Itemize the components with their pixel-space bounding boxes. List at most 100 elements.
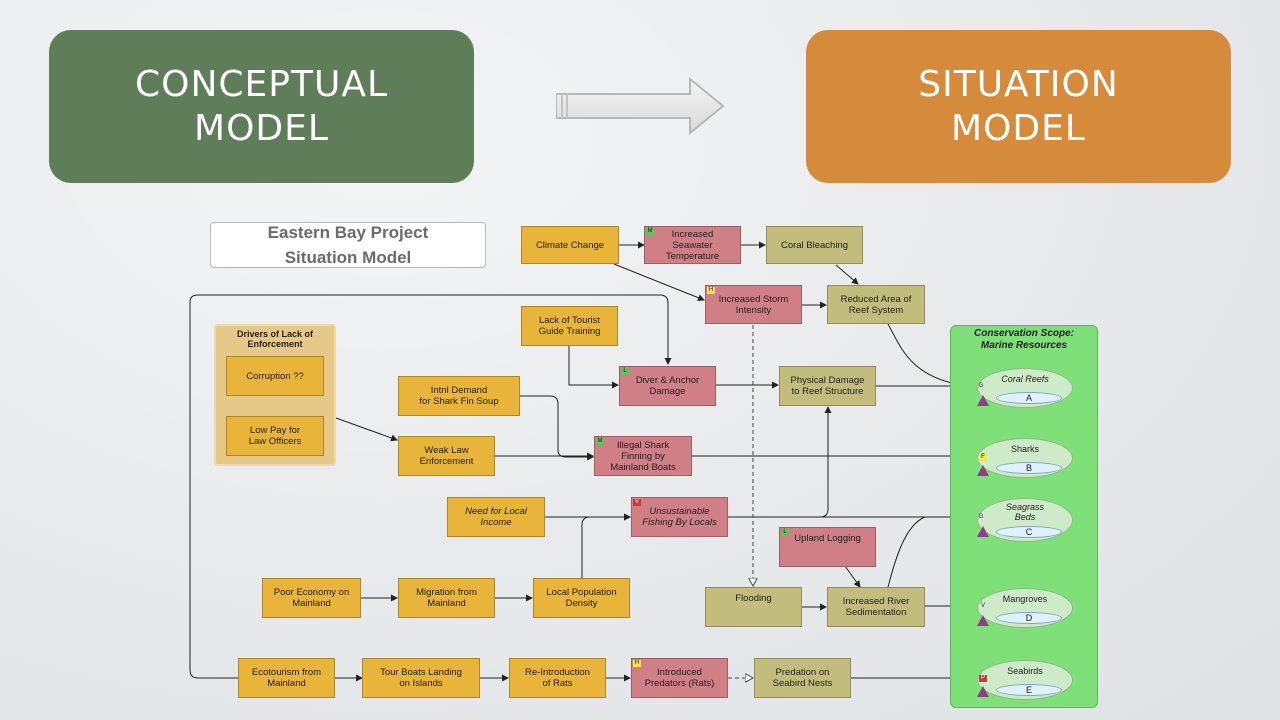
- node-corruption[interactable]: Corruption ??: [226, 356, 324, 396]
- node-text: of Rats: [542, 678, 573, 689]
- node-tourist-guide-training[interactable]: Lack of Tourist Guide Training: [521, 306, 618, 346]
- node-poor-economy[interactable]: Poor Economy on Mainland: [262, 578, 361, 618]
- target-code: D: [996, 612, 1062, 624]
- conceptual-banner-line2: MODEL: [194, 107, 329, 149]
- target-mangroves[interactable]: Mangroves D: [977, 588, 1073, 628]
- rating-tag: V: [980, 603, 985, 609]
- link-ecotourism-loop: [189, 294, 672, 679]
- link-lowpay-weaklaw: [335, 417, 398, 442]
- node-text: Corruption ??: [246, 370, 304, 382]
- target-triangle-icon: [977, 526, 989, 537]
- node-text: Reduced Area of: [840, 293, 912, 305]
- node-text: Guide Training: [538, 326, 601, 337]
- target-name: Sharks: [1010, 444, 1039, 454]
- diagram-title-line2: Situation Model: [284, 248, 412, 267]
- node-text: Intensity: [735, 304, 772, 316]
- drivers-label-line1: Drivers of Lack of: [236, 329, 314, 339]
- diagram-title: Eastern Bay Project Situation Model: [210, 222, 486, 268]
- target-triangle-icon: [977, 465, 989, 476]
- node-weak-law-enforcement[interactable]: Weak Law Enforcement: [398, 436, 495, 476]
- node-text: Unsustainable: [649, 506, 710, 517]
- node-text: Density: [565, 598, 598, 609]
- rating-tag: V: [633, 499, 641, 506]
- node-river-sedimentation[interactable]: Increased River Sedimentation: [827, 587, 925, 627]
- node-upland-logging[interactable]: L Upland Logging: [779, 527, 876, 567]
- node-tour-boats[interactable]: Tour Boats Landing on Islands: [362, 658, 480, 698]
- situation-model-banner: SITUATION MODEL: [806, 30, 1231, 183]
- conservation-scope: Conservation Scope: Marine Resources Cor…: [950, 325, 1098, 708]
- node-text: Ecotourism from: [251, 667, 322, 678]
- link-demand-finning: [520, 395, 594, 461]
- target-name-line1: Seagrass: [1005, 502, 1045, 512]
- node-text: Diver & Anchor: [635, 375, 700, 386]
- target-sharks[interactable]: Sharks B: [977, 438, 1073, 478]
- node-introduced-predators[interactable]: H Introduced Predators (Rats): [631, 658, 728, 698]
- link-bleaching-reduced: [835, 264, 859, 285]
- node-text: Mainland: [427, 598, 466, 609]
- node-text: Intnl Demand: [430, 385, 488, 396]
- node-text: Damage: [649, 386, 686, 397]
- situation-banner-line2: MODEL: [951, 107, 1086, 149]
- target-code: B: [996, 462, 1062, 474]
- conceptual-model-banner: CONCEPTUAL MODEL: [49, 30, 474, 183]
- node-text: Finning by: [621, 450, 665, 462]
- right-arrow-icon: [556, 77, 725, 135]
- rating-tag: P: [979, 675, 987, 682]
- node-reduced-reef-area[interactable]: Reduced Area of Reef System: [827, 285, 925, 324]
- node-climate-change[interactable]: Climate Change: [521, 226, 619, 264]
- rating-tag: H: [707, 287, 715, 294]
- node-text: for Shark Fin Soup: [419, 396, 499, 407]
- target-seabirds[interactable]: Seabirds E: [977, 660, 1073, 700]
- node-population-density[interactable]: Local Population Density: [533, 578, 630, 618]
- node-seawater-temperature[interactable]: M Increased Seawater Temperature: [644, 226, 741, 264]
- target-name: Mangroves: [1002, 594, 1048, 604]
- node-diver-anchor-damage[interactable]: L Diver & Anchor Damage: [619, 366, 716, 406]
- node-predation-nests[interactable]: Predation on Seabird Nests: [754, 658, 851, 698]
- node-shark-fin-demand[interactable]: Intnl Demand for Shark Fin Soup: [398, 376, 520, 416]
- node-flooding[interactable]: Flooding: [705, 587, 802, 627]
- node-illegal-shark-finning[interactable]: M Illegal Shark Finning by Mainland Boat…: [594, 436, 692, 476]
- node-text: Tour Boats Landing: [380, 667, 462, 678]
- node-text: Illegal Shark: [616, 439, 670, 451]
- node-local-income[interactable]: Need for Local Income: [447, 497, 545, 537]
- target-triangle-icon: [977, 395, 989, 406]
- node-text: on Islands: [399, 678, 443, 689]
- node-text: to Reef Structure: [791, 386, 864, 397]
- node-low-pay[interactable]: Low Pay for Law Officers: [226, 416, 324, 456]
- node-coral-bleaching[interactable]: Coral Bleaching: [766, 226, 863, 264]
- node-text: Predators (Rats): [644, 678, 715, 689]
- target-name: Coral Reefs: [1001, 374, 1049, 384]
- node-storm-intensity[interactable]: H Increased Storm Intensity: [705, 285, 802, 324]
- node-text: Mainland: [267, 678, 306, 689]
- link-climate-storm: [613, 263, 705, 302]
- rating-tag: F: [979, 454, 987, 461]
- rating-tag: M: [646, 228, 654, 235]
- node-text: Increased: [671, 228, 714, 240]
- node-rats-reintroduction[interactable]: Re-Introduction of Rats: [509, 658, 606, 698]
- node-unsustainable-fishing[interactable]: V Unsustainable Fishing By Locals: [631, 497, 728, 537]
- target-coral-reefs[interactable]: Coral Reefs A: [977, 368, 1073, 408]
- node-text: Migration from: [416, 587, 477, 598]
- node-text: Mainland: [292, 598, 331, 609]
- target-triangle-icon: [977, 615, 989, 626]
- node-text: Seawater: [672, 239, 713, 251]
- node-migration[interactable]: Migration from Mainland: [398, 578, 495, 618]
- node-text: Introduced: [657, 667, 702, 678]
- node-text: Reef System: [848, 304, 904, 316]
- node-text: Enforcement: [419, 456, 474, 467]
- node-text: Need for Local: [465, 506, 527, 517]
- node-text: Income: [480, 517, 512, 528]
- target-name-line2: Beds: [1014, 512, 1036, 522]
- rating-tag: L: [781, 529, 789, 536]
- rating-tag: M: [596, 438, 604, 445]
- node-text: Weak Law: [424, 445, 469, 456]
- conceptual-banner-line1: CONCEPTUAL: [134, 63, 389, 105]
- node-ecotourism[interactable]: Ecotourism from Mainland: [238, 658, 335, 698]
- node-text: Law Officers: [248, 436, 302, 447]
- link-guide-diver: [568, 346, 619, 389]
- node-text: Climate Change: [535, 239, 605, 251]
- target-seagrass-beds[interactable]: Seagrass Beds C: [977, 498, 1073, 542]
- link-logging-sedimentation: [844, 565, 861, 588]
- node-physical-damage[interactable]: Physical Damage to Reef Structure: [779, 366, 876, 406]
- target-code: C: [996, 526, 1062, 538]
